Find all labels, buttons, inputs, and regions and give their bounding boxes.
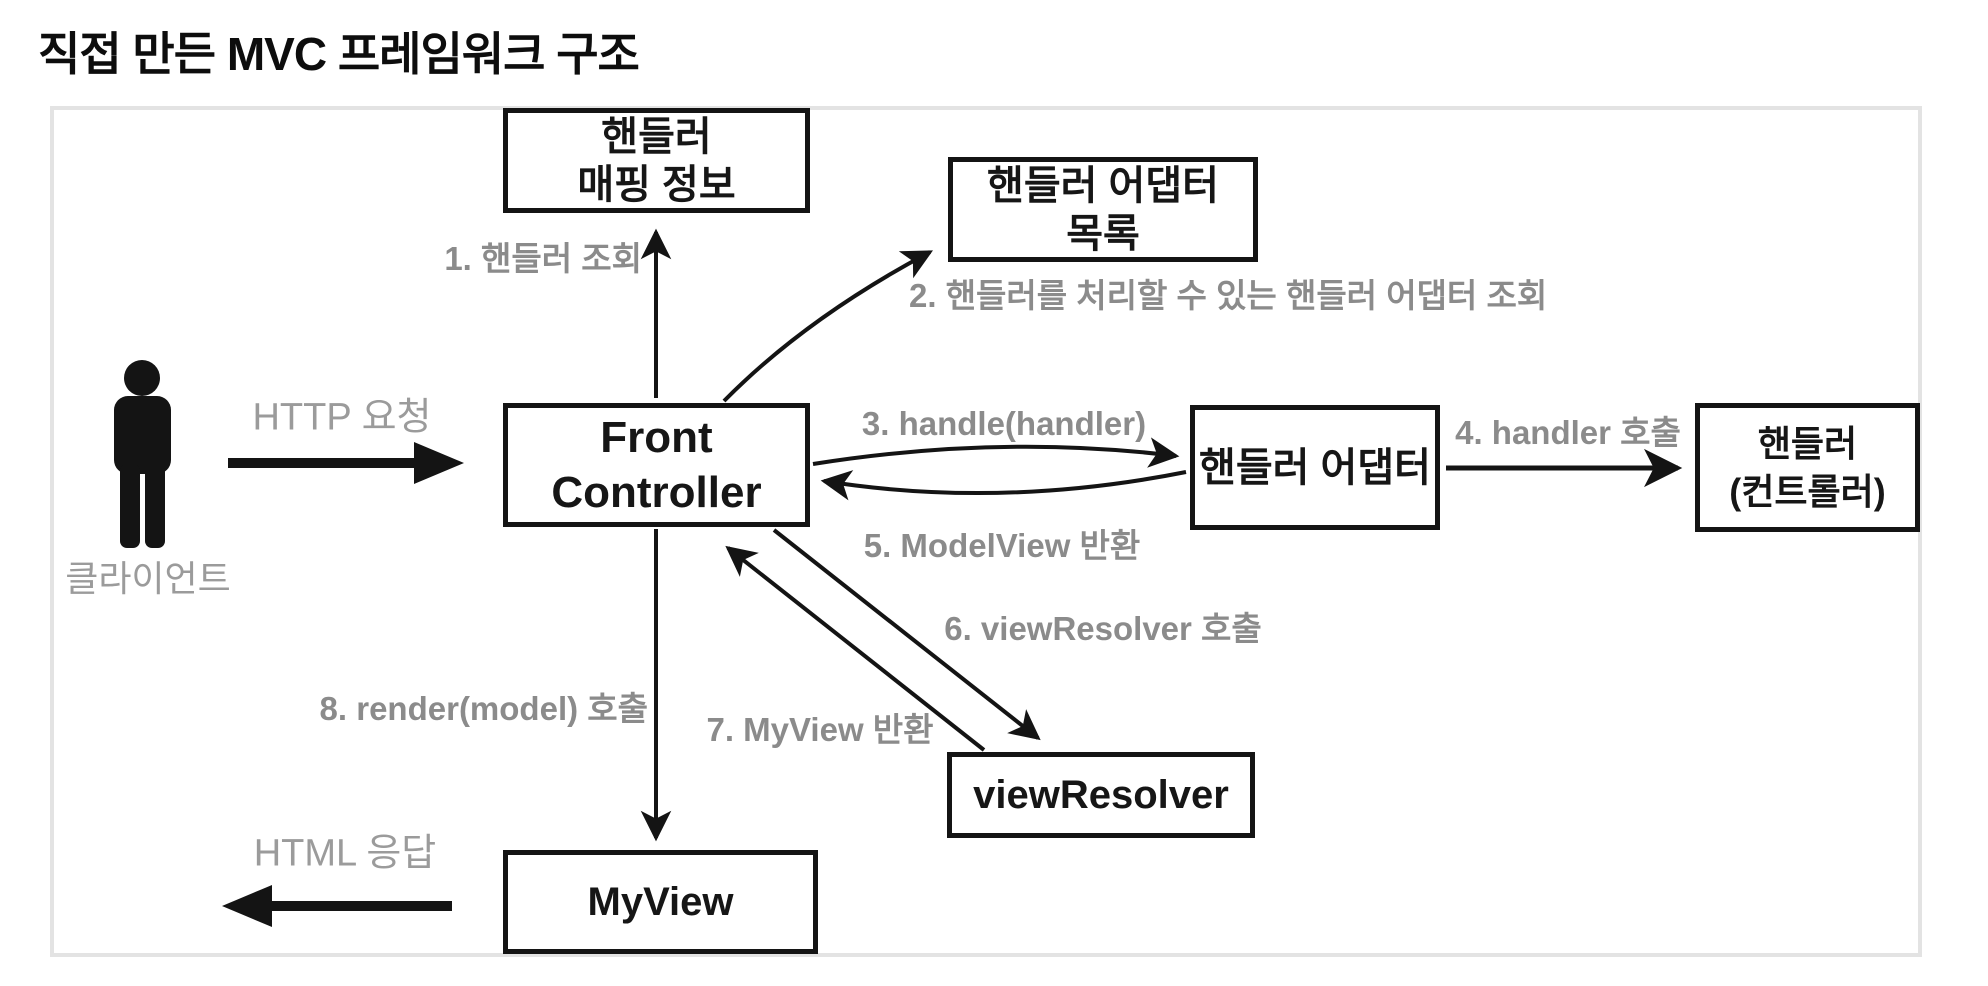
handler-controller-box: 핸들러 (컨트롤러): [1695, 403, 1920, 532]
handler-mapping-box: 핸들러 매핑 정보: [503, 108, 810, 213]
front-controller-box: Front Controller: [503, 403, 810, 527]
step5-label: 5. ModelView 반환: [863, 527, 1141, 564]
handler-adapter-list-label-line1: 핸들러 어댑터: [987, 163, 1219, 208]
view-resolver-label: viewResolver: [973, 772, 1229, 817]
front-controller-label-line2: Controller: [551, 468, 762, 517]
handler-adapter-list-box: 핸들러 어댑터 목록: [948, 157, 1258, 262]
handler-adapter-list-label-line2: 목록: [1066, 211, 1140, 256]
my-view-box: MyView: [503, 850, 818, 954]
handler-mapping-label-line1: 핸들러: [601, 114, 712, 159]
client-label: 클라이언트: [65, 558, 231, 599]
html-response-label: HTML 응답: [253, 832, 437, 875]
handler-adapter-label: 핸들러 어댑터: [1199, 445, 1431, 490]
handler-adapter-box: 핸들러 어댑터: [1190, 405, 1440, 530]
front-controller-label-line1: Front: [600, 413, 713, 462]
step7-label: 7. MyView 반환: [706, 711, 934, 748]
handler-controller-label-line2: (컨트롤러): [1729, 470, 1886, 512]
handler-controller-label-line1: 핸들러: [1757, 422, 1858, 464]
page-title: 직접 만든 MVC 프레임워크 구조: [38, 28, 640, 80]
step6-label: 6. viewResolver 호출: [944, 610, 1262, 647]
step8-label: 8. render(model) 호출: [319, 690, 648, 727]
my-view-label: MyView: [587, 879, 734, 924]
step1-label: 1. 핸들러 조회: [444, 240, 642, 277]
step3-label: 3. handle(handler): [861, 405, 1147, 442]
view-resolver-box: viewResolver: [947, 752, 1255, 838]
step2-label: 2. 핸들러를 처리할 수 있는 핸들러 어댑터 조회: [909, 277, 1548, 314]
step4-label: 4. handler 호출: [1455, 414, 1681, 451]
handler-mapping-label-line2: 매핑 정보: [577, 162, 736, 207]
http-request-label: HTTP 요청: [252, 396, 432, 439]
